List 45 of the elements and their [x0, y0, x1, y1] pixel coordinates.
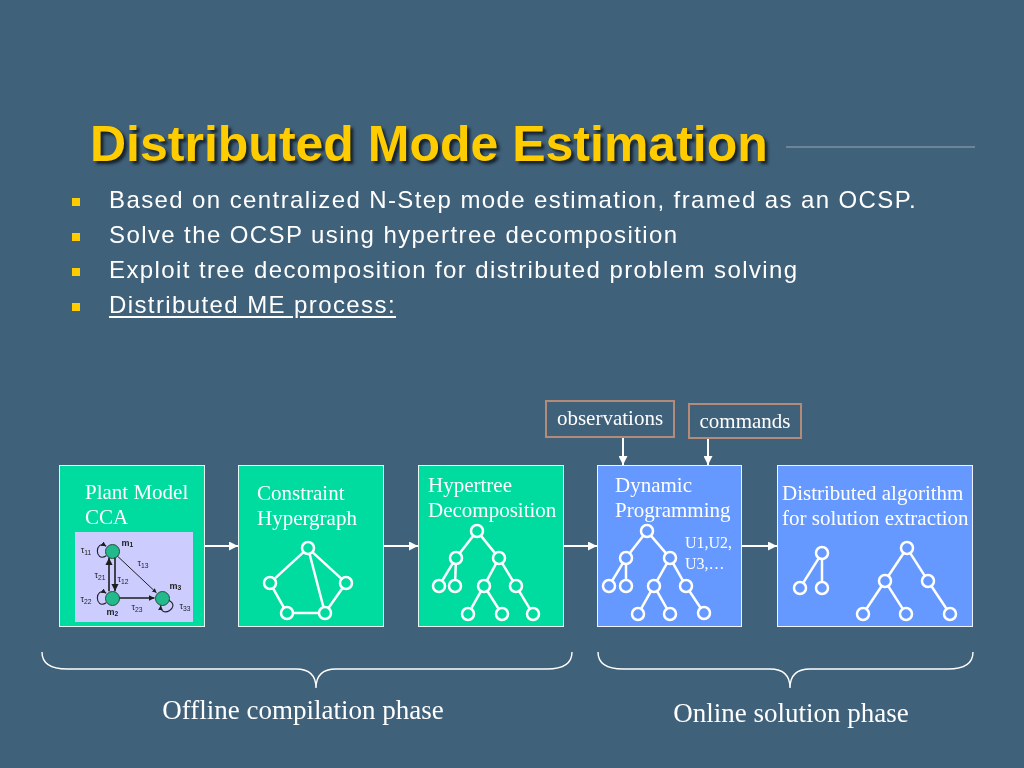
- bullet-text: Distributed ME process:: [109, 290, 396, 320]
- bullet-text: Based on centralized N-Step mode estimation, framed as an OCSP.: [109, 185, 918, 215]
- node-label: Dynamic Programming: [615, 473, 732, 523]
- state-label: m$_{1}$: [121, 537, 134, 548]
- state-label: m$_{3}$: [169, 580, 182, 591]
- edge-label: τ$_{13}$: [136, 558, 150, 568]
- node-label: commands: [698, 409, 792, 433]
- process-box: [418, 465, 564, 627]
- arrow: [563, 541, 598, 551]
- arrow: [111, 557, 119, 592]
- process-box: [238, 465, 384, 627]
- edge-label: τ$_{22}$: [79, 594, 93, 604]
- state-label: m$_{2}$: [106, 606, 119, 617]
- node-label: Constraint Hypergraph: [257, 481, 358, 531]
- edge-label: τ$_{21}$: [93, 570, 107, 580]
- bullet-text: Exploit tree decomposition for distributed problem solving: [109, 255, 799, 285]
- node-label: Distributed algorithm for solution extraction: [782, 481, 970, 531]
- node-label: U1,U2, U3,…: [685, 533, 734, 574]
- edge-label: τ$_{12}$: [116, 574, 130, 584]
- process-box: [597, 465, 742, 627]
- input-box: [545, 400, 675, 438]
- edge-label: τ$_{11}$: [79, 545, 93, 555]
- arrow: [383, 541, 419, 551]
- arrow: [116, 555, 158, 594]
- node-label: Plant Model CCA: [85, 480, 190, 530]
- phase-label: Online solution phase: [673, 697, 909, 729]
- arrow: [703, 438, 713, 466]
- slide-title: Distributed Mode Estimation: [90, 119, 768, 169]
- process-box: [59, 465, 205, 627]
- arrow: [96, 588, 107, 605]
- node-label: observations: [555, 406, 665, 430]
- arrow: [204, 541, 239, 551]
- edge-label: τ$_{33}$: [178, 601, 192, 611]
- node-label: Hypertree Decomposition: [428, 473, 558, 523]
- arrow: [105, 557, 113, 592]
- arrow: [618, 437, 628, 466]
- process-box: [777, 465, 973, 627]
- phase-label: Offline compilation phase: [162, 694, 444, 726]
- arrow: [158, 600, 174, 613]
- edge-label: τ$_{23}$: [130, 602, 144, 612]
- arrow: [118, 595, 156, 601]
- input-box: [688, 403, 802, 439]
- arrow: [96, 541, 107, 558]
- bullet-text: Solve the OCSP using hypertree decomposition: [109, 220, 679, 250]
- arrow: [741, 541, 778, 551]
